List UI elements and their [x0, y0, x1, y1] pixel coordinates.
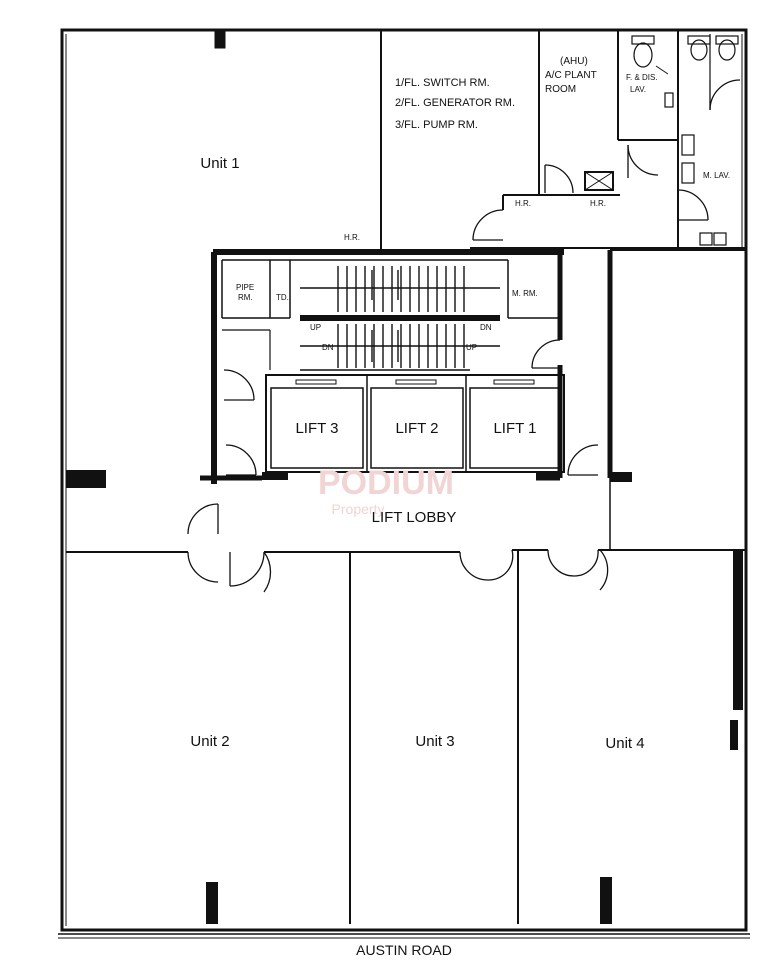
lift1-label: LIFT 1: [493, 420, 536, 437]
watermark-sub: Property: [332, 501, 385, 517]
pump-room-label: 3/FL. PUMP RM.: [395, 119, 478, 131]
unit4-upper-walls: [607, 249, 746, 550]
unit2-label: Unit 2: [190, 733, 229, 750]
m-lav-label: M. LAV.: [703, 171, 730, 180]
hr-label-right: H.R.: [590, 199, 606, 208]
unit1-label: Unit 1: [200, 155, 239, 172]
pipe-room-label-2: RM.: [238, 293, 253, 302]
stair-dn-left: DN: [322, 343, 334, 352]
unit1-walls: [66, 30, 382, 553]
lift-lobby-label: LIFT LOBBY: [372, 509, 457, 526]
f-dis-lav-label-2: LAV.: [630, 85, 646, 94]
plant-room-walls: [470, 30, 746, 250]
lift-shafts: [262, 374, 565, 480]
pipe-room-label-1: PIPE: [236, 283, 254, 292]
m-rm-label: M. RM.: [512, 289, 538, 298]
td-label: TD.: [276, 293, 289, 302]
lift3-label: LIFT 3: [295, 420, 338, 437]
stair-up-right: UP: [466, 343, 477, 352]
toilet-fixtures: [631, 34, 739, 246]
unit4-label: Unit 4: [605, 735, 644, 752]
plant-door-swings: [472, 79, 741, 241]
lift2-label: LIFT 2: [395, 420, 438, 437]
core-door-swings: [223, 339, 599, 476]
watermark-brand: PODIUM: [318, 464, 454, 502]
stair-up-left: UP: [310, 323, 321, 332]
outer-walls: [58, 28, 750, 939]
hr-label-mid: H.R.: [515, 199, 531, 208]
ac-plant-label: A/C PLANT: [545, 70, 597, 81]
street-label: AUSTIN ROAD: [356, 942, 452, 958]
generator-room-label: 2/FL. GENERATOR RM.: [395, 97, 515, 109]
ahu-label: (AHU): [560, 56, 588, 67]
stair-landings: [300, 287, 500, 371]
structural-columns: [206, 550, 743, 924]
room-label: ROOM: [545, 84, 576, 95]
lobby-door-swings: [187, 503, 609, 593]
core-walls: [200, 249, 564, 484]
unit3-label: Unit 3: [415, 733, 454, 750]
corridor-walls: [264, 549, 746, 924]
hr-label-left: H.R.: [344, 233, 360, 242]
stair-dn-right: DN: [480, 323, 492, 332]
switch-room-label: 1/FL. SWITCH RM.: [395, 77, 490, 89]
f-dis-lav-label-1: F. & DIS.: [626, 73, 658, 82]
